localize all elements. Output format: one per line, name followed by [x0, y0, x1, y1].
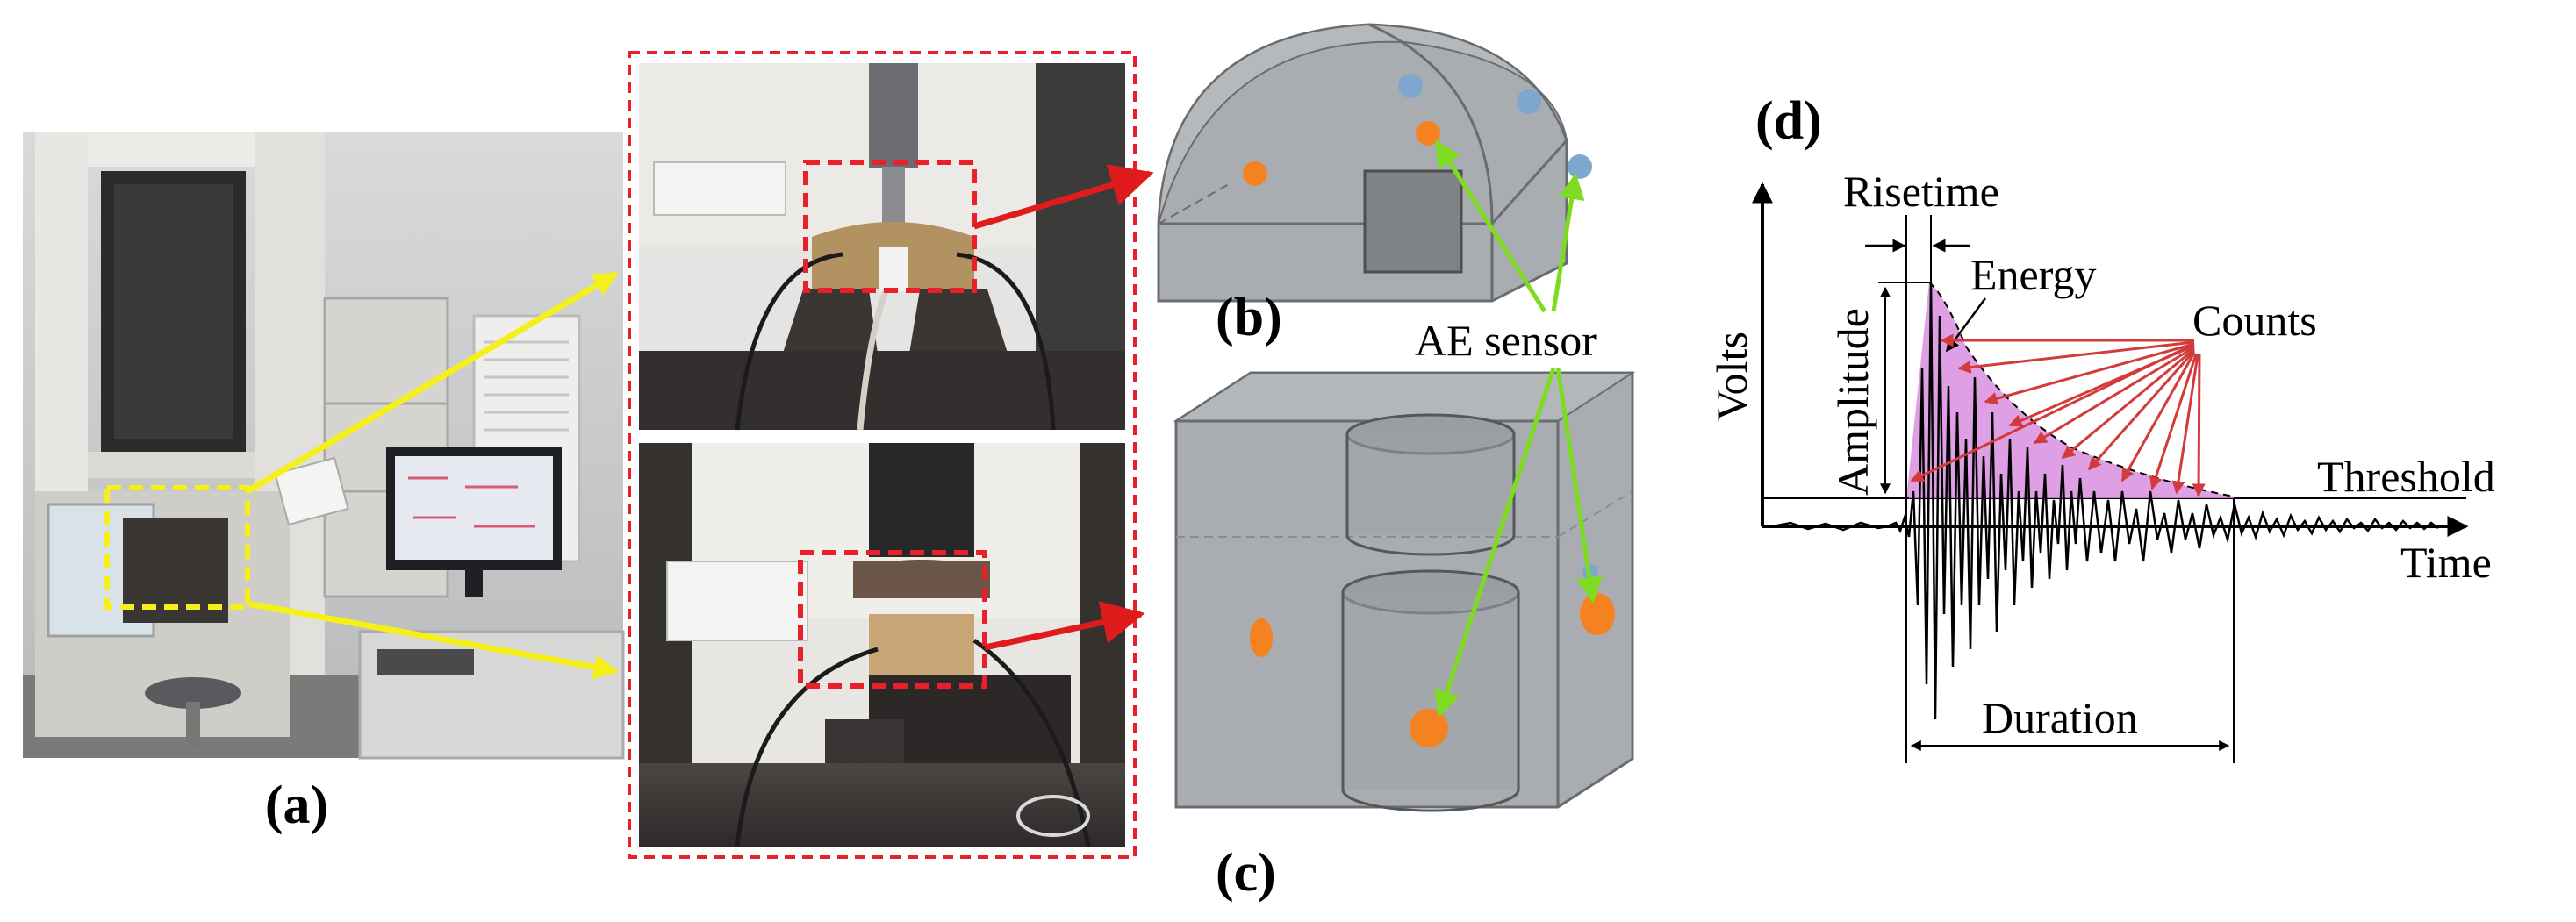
energy-label: Energy: [1970, 250, 2096, 299]
red-arrow-to-model-c: [984, 601, 1145, 651]
ae-sensor-b-5: [1568, 154, 1592, 179]
ae-waveform: [1886, 282, 2439, 720]
duration-label: Duration: [1982, 693, 2138, 742]
amplitude-label: Amplitude: [1828, 308, 1877, 496]
risetime-label: Risetime: [1843, 167, 1999, 216]
ae-sensor-b-4: [1517, 89, 1541, 114]
ae-sensor-b-2: [1416, 121, 1440, 146]
ae-sensor-c-1: [1250, 618, 1273, 657]
panel-label-a: (a): [265, 775, 328, 835]
ae-sensor-b-3: [1398, 74, 1423, 98]
panel-label-d: (d): [1755, 91, 1822, 151]
ae-sensor-c-3: [1580, 593, 1615, 635]
red-arrow-to-model-b: [972, 164, 1154, 230]
time-label: Time: [2400, 538, 2492, 587]
counts-arrows: [1910, 333, 2206, 497]
volts-label: Volts: [1707, 332, 1756, 421]
lab-photo: [23, 132, 625, 760]
ae-sensor-label: AE sensor: [1415, 316, 1597, 365]
ae-sensor-b-1: [1243, 161, 1267, 186]
ae-sensor-leaders: [1434, 139, 1603, 718]
threshold-label: Threshold: [2317, 452, 2495, 501]
cube-specimen-highlight: [798, 550, 987, 689]
pointer-to-top-photo: [246, 270, 619, 495]
ae-waveform-plot: Volts Time Threshold Amplitude Risetime …: [1707, 167, 2495, 763]
cube-test-photo: [639, 443, 1125, 847]
pointer-to-bottom-photo: [247, 600, 619, 680]
detail-photos-frame: [628, 51, 1137, 859]
bending-test-photo: [639, 63, 1125, 431]
ae-sensor-c-2: [1410, 709, 1448, 747]
tunnel-model: [1157, 23, 1592, 303]
panel-label-b: (b): [1216, 288, 1282, 347]
cube-model: [1173, 371, 1636, 812]
machine-highlight-box: [104, 485, 250, 610]
counts-label: Counts: [2192, 296, 2317, 345]
panel-label-c: (c): [1216, 843, 1276, 903]
